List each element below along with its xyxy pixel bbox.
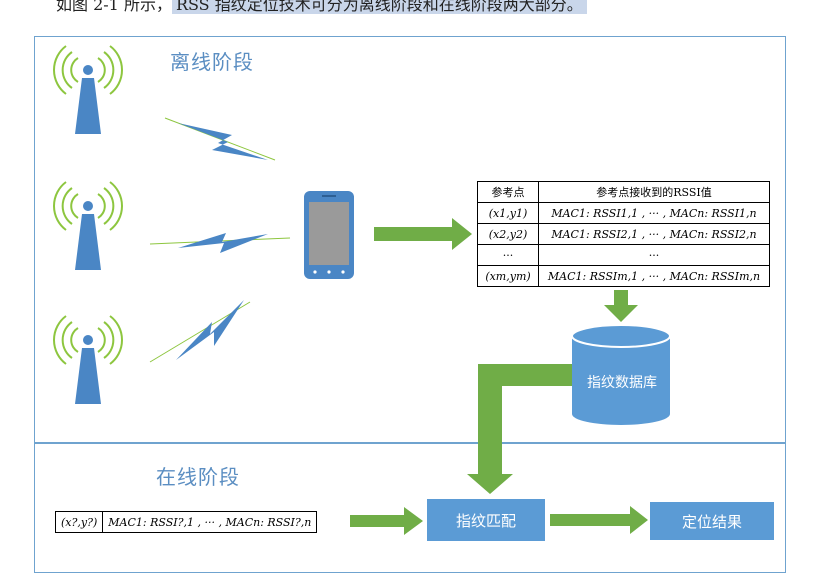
online-measurement-row: (x?,y?) MAC1: RSSI?,1 , ··· , MACn: RSSI… <box>54 511 318 533</box>
signal-bolt-icon <box>164 117 276 161</box>
table-cell-point: (xm,ym) <box>477 265 539 287</box>
table-header-rssi: 参考点接收到的RSSI值 <box>538 181 770 203</box>
table-cell-rssi: MAC1: RSSI1,1 , ··· , MACn: RSSI1,n <box>538 202 770 224</box>
access-point-tower-icon <box>53 181 123 270</box>
table-cell-rssi: ··· <box>538 244 770 266</box>
online-phase-title: 在线阶段 <box>156 465 240 489</box>
table-row: (xm,ym) MAC1: RSSIm,1 , ··· , MACn: RSSI… <box>477 265 770 287</box>
online-rssi-cell: MAC1: RSSI?,1 , ··· , MACn: RSSI?,n <box>102 511 318 533</box>
table-cell-point: (x1,y1) <box>477 202 539 224</box>
table-row: (x2,y2) MAC1: RSSI2,1 , ··· , MACn: RSSI… <box>477 223 770 245</box>
signal-bolt-icon <box>149 233 291 253</box>
access-point-tower-icon <box>53 315 123 404</box>
database-label: 指纹数据库 <box>587 375 657 391</box>
arrow-to-table <box>374 218 472 250</box>
table-cell-rssi: MAC1: RSSI2,1 , ··· , MACn: RSSI2,n <box>538 223 770 245</box>
database-icon <box>571 324 671 425</box>
fingerprint-table: 参考点 参考点接收到的RSSI值 (x1,y1) MAC1: RSSI1,1 ,… <box>477 181 770 287</box>
arrow-database-to-matching <box>467 364 572 494</box>
table-row: ··· ··· <box>477 244 770 266</box>
fingerprint-matching-box: 指纹匹配 <box>427 499 545 541</box>
header-strip: 如图 2-1 所示，RSS 指纹定位技术可分为离线阶段和在线阶段两大部分。 <box>0 0 813 24</box>
arrow-to-result <box>550 506 648 534</box>
table-cell-point: (x2,y2) <box>477 223 539 245</box>
arrow-to-matching <box>350 507 423 535</box>
offline-phase-panel <box>34 36 786 443</box>
table-row: (x1,y1) MAC1: RSSI1,1 , ··· , MACn: RSSI… <box>477 202 770 224</box>
header-text: 如图 2-1 所示，RSS 指纹定位技术可分为离线阶段和在线阶段两大部分。 <box>56 0 587 15</box>
header-text-highlight: RSS 指纹定位技术可分为离线阶段和在线阶段两大部分。 <box>171 0 587 14</box>
online-phase-panel <box>34 443 786 573</box>
offline-phase-title: 离线阶段 <box>170 50 254 74</box>
signal-bolt-icon <box>149 300 251 363</box>
table-cell-rssi: MAC1: RSSIm,1 , ··· , MACn: RSSIm,n <box>538 265 770 287</box>
positioning-result-box: 定位结果 <box>650 502 774 540</box>
online-point-cell: (x?,y?) <box>54 511 104 533</box>
table-cell-point: ··· <box>477 244 539 266</box>
access-point-tower-icon <box>53 45 123 134</box>
smartphone-icon <box>304 191 354 279</box>
table-header-row: 参考点 参考点接收到的RSSI值 <box>477 181 770 203</box>
table-header-point: 参考点 <box>477 181 539 203</box>
header-text-before: 如图 2-1 所示， <box>56 0 172 14</box>
arrow-to-database <box>604 290 638 322</box>
